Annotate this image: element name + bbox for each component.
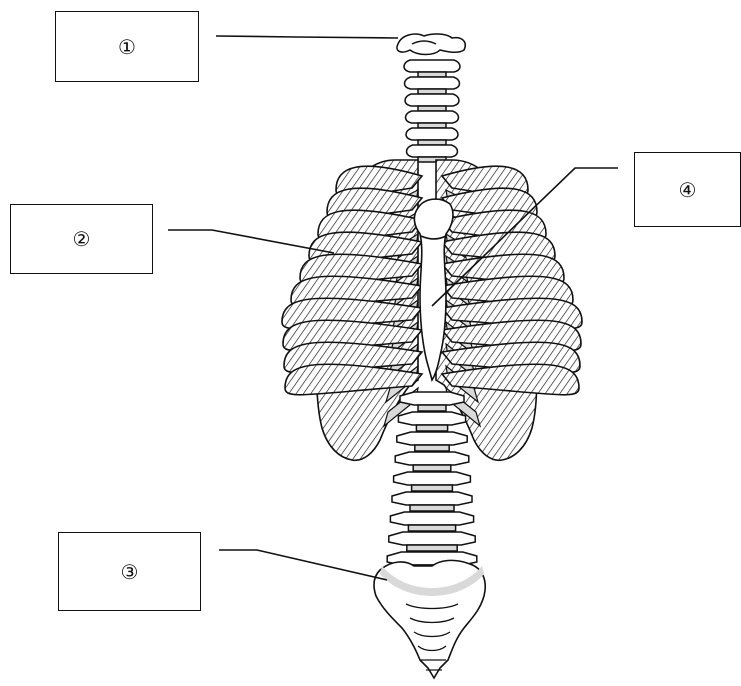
cervical-vertebra [404, 60, 460, 72]
thoracic-lumbar-spine [387, 392, 477, 571]
intervertebral-disc [415, 445, 449, 451]
label-box-4[interactable]: ④ [634, 152, 741, 227]
cervical-vertebra [406, 111, 459, 123]
leader-line-1 [216, 36, 398, 38]
intervertebral-disc [407, 545, 457, 551]
label-box-1[interactable]: ① [55, 11, 199, 82]
label-text-4: ④ [679, 178, 697, 202]
vertebra [395, 452, 469, 465]
label-box-3[interactable]: ③ [58, 532, 201, 611]
intervertebral-disc [410, 505, 454, 511]
sacrum [374, 560, 485, 678]
vertebra [390, 512, 473, 525]
cervical-vertebra [405, 94, 459, 106]
cervical-vertebra [405, 77, 460, 89]
vertebra [397, 432, 467, 445]
cervical-vertebra [407, 145, 458, 157]
cervical-vertebra [406, 128, 458, 140]
vertebra [394, 472, 471, 485]
vertebra [398, 412, 465, 425]
intervertebral-disc [413, 465, 451, 471]
intervertebral-disc [412, 485, 453, 491]
label-text-1: ① [118, 35, 136, 59]
intervertebral-disc [408, 525, 455, 531]
label-text-3: ③ [121, 560, 139, 584]
cervical-spine [397, 34, 465, 162]
vertebra [389, 532, 475, 545]
label-box-2[interactable]: ② [10, 204, 153, 274]
vertebra [400, 392, 464, 405]
label-text-2: ② [73, 227, 91, 251]
leader-line-3 [219, 550, 387, 580]
intervertebral-disc [416, 425, 447, 431]
vertebra [392, 492, 472, 505]
intervertebral-disc [418, 405, 446, 411]
